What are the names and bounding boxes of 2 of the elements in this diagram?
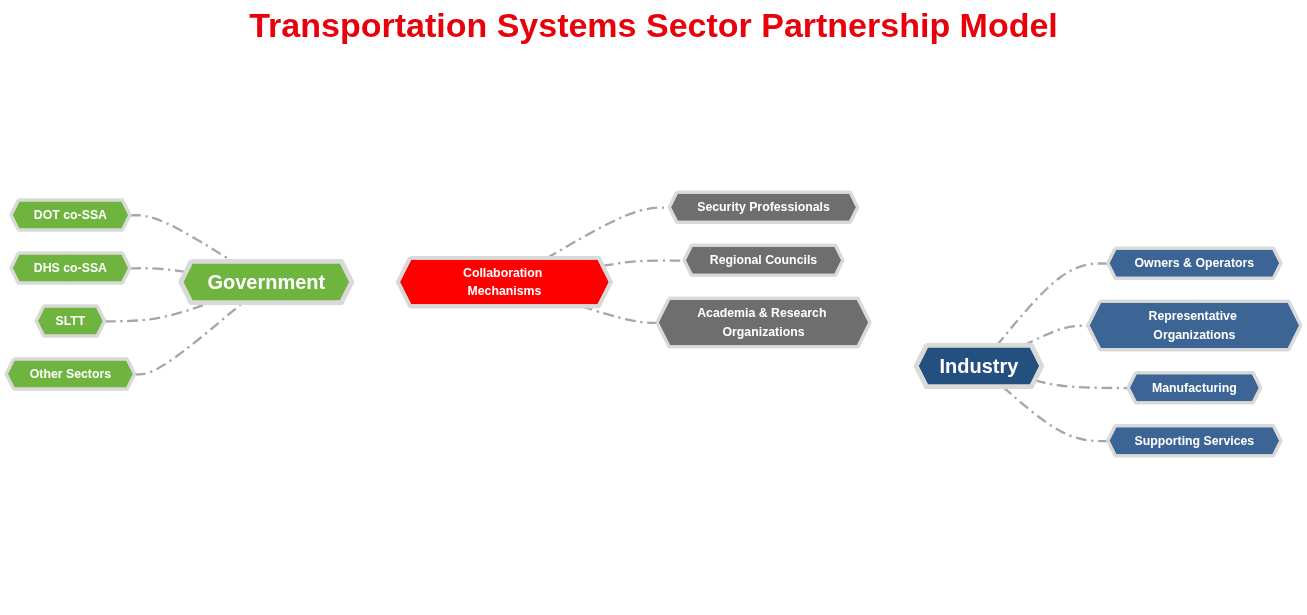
connector [1034,379,1129,390]
diagram-title: Transportation Systems Sector Partnership Model [248,6,1059,45]
